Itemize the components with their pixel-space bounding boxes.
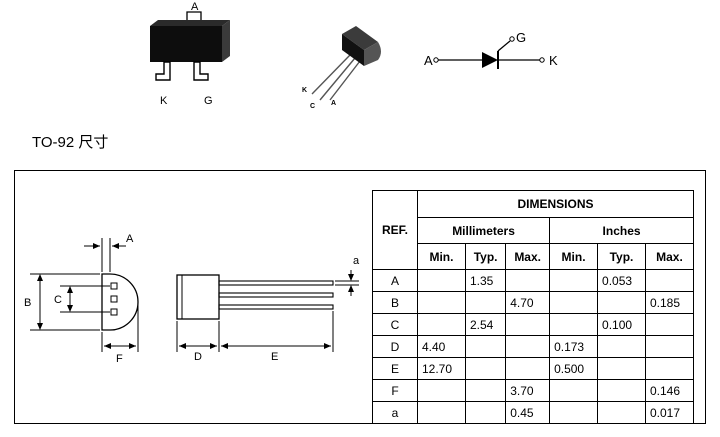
table-cell-mm-min (417, 291, 466, 314)
table-cell-in-typ (597, 401, 646, 424)
dim-label-a-lead: a (353, 255, 360, 267)
to92-front-view-drawing: A B C F (24, 233, 139, 365)
table-cell-mm-max: 0.45 (505, 401, 551, 424)
table-cell-in-min (549, 269, 599, 292)
table-cell-mm-typ (464, 291, 507, 314)
table-cell-mm-max: 3.70 (505, 379, 551, 402)
table-cell-in-min (549, 291, 599, 314)
to92-perspective-drawing: K C A (302, 26, 381, 110)
dim-label-d: D (194, 351, 202, 363)
table-cell-mm-min: 12.70 (417, 357, 466, 380)
table-row: a 0.45 0.017 (372, 401, 695, 424)
col-label-mm-max: Max. (505, 243, 551, 270)
sot23-label-a: A (191, 1, 199, 13)
table-cell-in-typ (597, 379, 646, 402)
table-cell-ref: B (372, 291, 418, 314)
table-cell-mm-min (417, 379, 466, 402)
table-cell-in-max: 0.185 (644, 291, 695, 314)
sot23-label-g: G (204, 95, 213, 107)
table-cell-in-min (549, 379, 599, 402)
table-cell-in-max (644, 357, 695, 380)
table-cell-in-max: 0.146 (644, 379, 695, 402)
table-cell-ref: E (372, 357, 418, 380)
table-cell-in-max (644, 335, 695, 358)
table-cell-mm-typ: 2.54 (464, 313, 507, 336)
dimension-frame (14, 170, 706, 424)
table-cell-mm-min: 4.40 (417, 335, 466, 358)
ref-header: REF. (372, 190, 418, 270)
table-cell-in-min (549, 401, 599, 424)
table-cell-mm-max (505, 335, 551, 358)
to92-pin-label-a: A (331, 100, 336, 107)
col-label-in-typ: Typ. (597, 243, 646, 270)
sot23-label-k: K (160, 95, 168, 107)
table-cell-ref: D (372, 335, 418, 358)
to92-pin-label-k: K (302, 87, 307, 94)
dimensions-header: DIMENSIONS (417, 190, 694, 218)
table-cell-mm-typ: 1.35 (464, 269, 507, 292)
to92-side-view-drawing: D E a (176, 255, 360, 363)
table-row: B 4.70 0.185 (372, 291, 695, 314)
table-cell-mm-max: 4.70 (505, 291, 551, 314)
table-cell-ref: F (372, 379, 418, 402)
table-cell-in-typ (597, 291, 646, 314)
section-title: TO-92 尺寸 (32, 134, 109, 151)
dim-label-c: C (54, 294, 62, 306)
table-row: F 3.70 0.146 (372, 379, 695, 402)
to92-pin-label-c: C (310, 103, 315, 110)
sot23-package-drawing: A K G (150, 1, 230, 107)
table-cell-in-max (644, 269, 695, 292)
table-cell-mm-typ (464, 335, 507, 358)
table-cell-ref: a (372, 401, 418, 424)
table-cell-in-min: 0.500 (549, 357, 599, 380)
dim-label-a-front: A (126, 233, 134, 245)
table-cell-ref: C (372, 313, 418, 336)
col-label-in-max: Max. (644, 243, 695, 270)
table-row: C 2.54 0.100 (372, 313, 695, 336)
table-cell-mm-typ (464, 401, 507, 424)
table-cell-in-min: 0.173 (549, 335, 599, 358)
table-cell-mm-max (505, 357, 551, 380)
dimensions-table: REF. DIMENSIONS Millimeters Inches Min. … (372, 190, 695, 424)
symbol-label-k: K (549, 53, 558, 68)
table-cell-mm-min (417, 313, 466, 336)
table-cell-in-min (549, 313, 599, 336)
table-cell-in-typ: 0.053 (597, 269, 646, 292)
millimeters-header: Millimeters (416, 217, 551, 244)
table-cell-mm-max (505, 269, 551, 292)
scr-symbol-drawing: A G K (424, 30, 558, 69)
table-cell-mm-min (417, 401, 466, 424)
col-label-mm-typ: Typ. (464, 243, 507, 270)
symbol-label-a: A (424, 53, 433, 68)
table-cell-in-typ: 0.100 (597, 313, 646, 336)
col-label-in-min: Min. (549, 243, 599, 270)
inches-header: Inches (549, 217, 694, 244)
dim-label-e: E (271, 351, 278, 363)
table-cell-mm-typ (464, 379, 507, 402)
table-cell-in-typ (597, 335, 646, 358)
dim-label-b: B (24, 297, 31, 309)
symbol-label-g: G (516, 30, 526, 45)
table-cell-mm-typ (464, 357, 507, 380)
table-cell-in-typ (597, 357, 646, 380)
table-cell-ref: A (372, 269, 418, 292)
table-cell-mm-max (505, 313, 551, 336)
table-cell-mm-min (417, 269, 466, 292)
table-row: A 1.35 0.053 (372, 269, 695, 292)
table-cell-in-max (644, 313, 695, 336)
table-cell-in-max: 0.017 (644, 401, 695, 424)
dim-label-f: F (116, 353, 123, 365)
col-label-mm-min: Min. (417, 243, 466, 270)
